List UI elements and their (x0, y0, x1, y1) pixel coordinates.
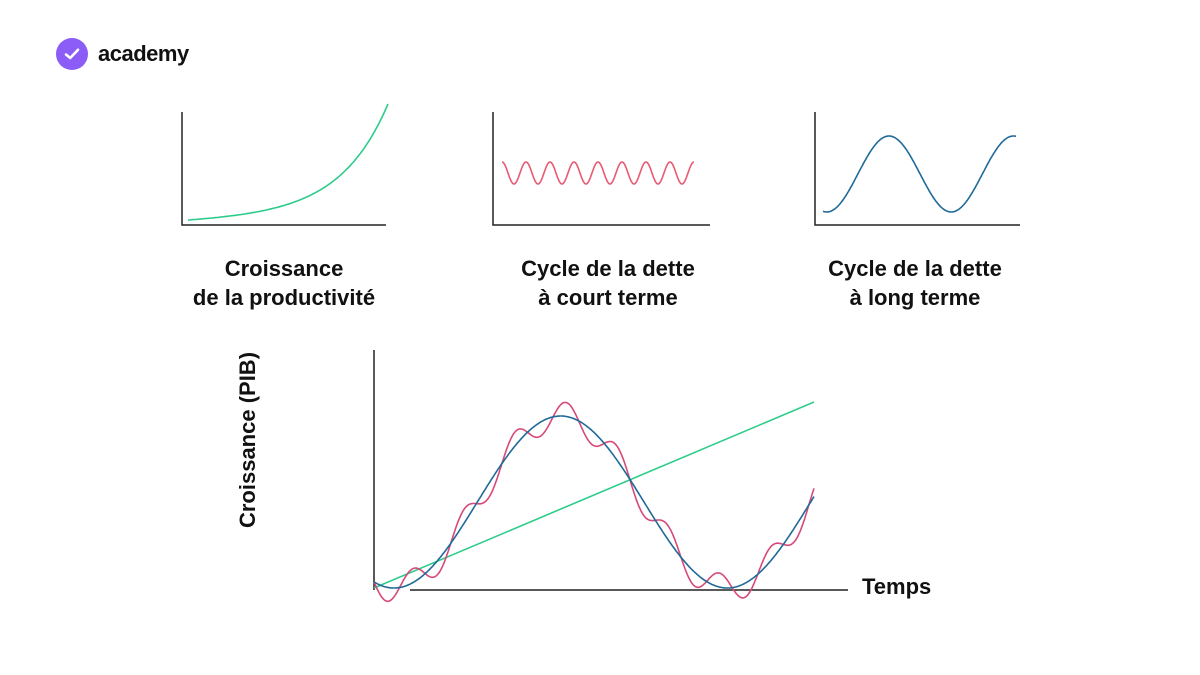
caption-productivity-line1: Croissance (224, 256, 344, 281)
caption-short-debt-cycle-line1: Cycle de la dette (521, 256, 695, 281)
caption-long-debt-cycle: Cycle de la dette à long terme (785, 254, 1045, 312)
x-axis-label: Temps (862, 574, 932, 599)
long-debt-cycle-curve (822, 135, 1017, 213)
panel-productivity (181, 103, 389, 226)
caption-long-debt-cycle-line1: Cycle de la dette (828, 256, 1002, 281)
brand-logo[interactable]: academy (56, 38, 189, 70)
caption-short-debt-cycle-line2: à court terme (538, 285, 678, 310)
check-icon (56, 38, 88, 70)
caption-productivity: Croissance de la productivité (154, 254, 414, 312)
long-cycle-curve (373, 415, 815, 589)
short-debt-cycle-curve (501, 161, 695, 185)
productivity-curve (187, 103, 389, 221)
panel-short-debt-cycle-axes (492, 112, 710, 226)
panel-long-debt-cycle-axes (814, 112, 1020, 226)
combined-chart (373, 350, 848, 603)
combined-cycle-curve (373, 401, 815, 603)
brand-name: academy (98, 41, 189, 66)
caption-productivity-line2: de la productivité (192, 285, 376, 310)
trend-line (373, 401, 815, 589)
caption-short-debt-cycle: Cycle de la dette à court terme (478, 254, 738, 312)
caption-long-debt-cycle-line2: à long terme (849, 285, 981, 310)
panel-long-debt-cycle (814, 112, 1020, 226)
panel-short-debt-cycle (492, 112, 710, 226)
y-axis-label: Croissance (PIB) (235, 351, 260, 529)
panel-productivity-axes (181, 112, 386, 226)
